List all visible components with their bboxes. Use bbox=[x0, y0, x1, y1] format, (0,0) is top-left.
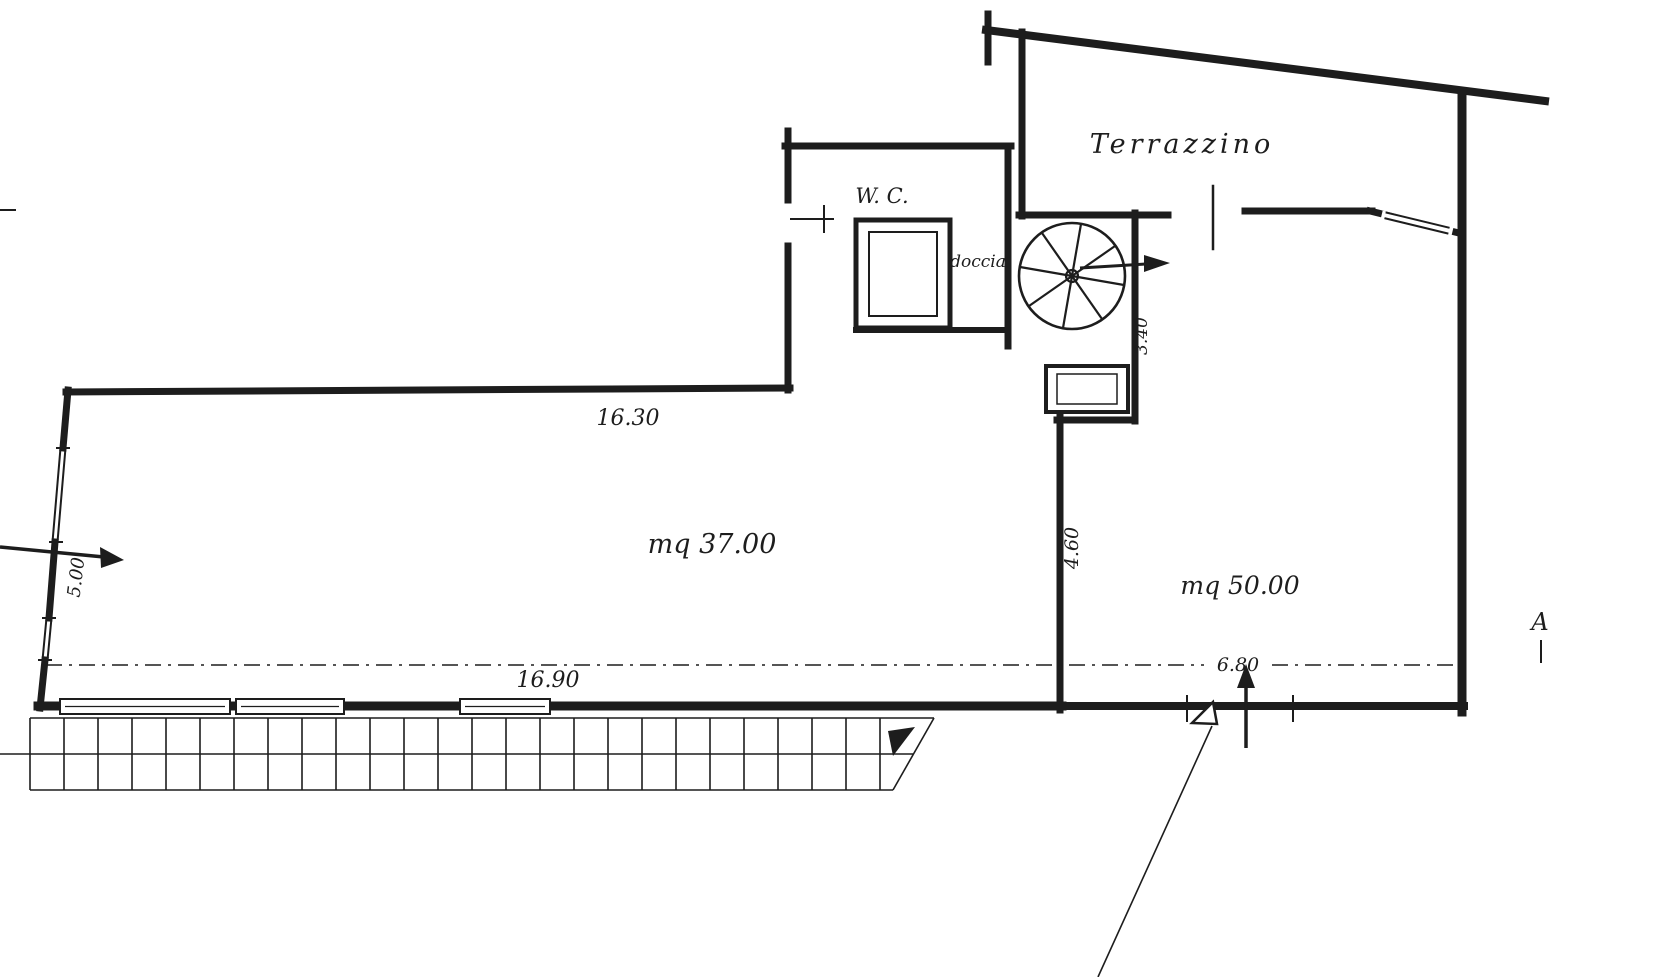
label-terrazzino: Terrazzino bbox=[1090, 129, 1275, 160]
label-mq-37: mq 37.00 bbox=[648, 529, 777, 560]
dim-4-60: 4.60 bbox=[1061, 527, 1083, 570]
label-mq-50: mq 50.00 bbox=[1180, 571, 1299, 600]
left-entry-arrow-shaft bbox=[0, 545, 105, 559]
main-top-wall bbox=[62, 384, 794, 396]
left-wall-segment-1 bbox=[59, 386, 72, 452]
bottom-entry-arrow-head bbox=[1237, 664, 1255, 688]
dim-16-90: 16.90 bbox=[517, 668, 580, 693]
stair-direction-arrow-head bbox=[1144, 255, 1170, 272]
dim-16-30: 16.30 bbox=[597, 406, 660, 431]
dim-6-80: 6.80 bbox=[1217, 654, 1259, 676]
label-wc: W. C. bbox=[855, 184, 908, 208]
shower-tray-inner bbox=[868, 231, 938, 317]
dim-3-40: 3.40 bbox=[1132, 317, 1152, 355]
tile-pavement bbox=[0, 717, 935, 791]
stair-direction-arrow-shaft bbox=[1079, 262, 1147, 270]
walls bbox=[33, 10, 1550, 722]
terrace-window-line-1 bbox=[1385, 211, 1450, 229]
terrace-window-line-2 bbox=[1384, 217, 1449, 235]
section-line bbox=[46, 640, 1542, 666]
closet-outer bbox=[1044, 364, 1130, 414]
terrace-top-wall bbox=[981, 25, 1550, 106]
callout-line bbox=[1097, 725, 1213, 977]
spiral-stair-circle bbox=[1017, 221, 1127, 331]
left-entry-arrow-head bbox=[100, 547, 124, 568]
pavement-arrow bbox=[888, 727, 915, 756]
left-window-1-line-b bbox=[51, 446, 62, 544]
closet-inner bbox=[1056, 373, 1118, 405]
left-window-1-line-a bbox=[56, 446, 67, 544]
left-wall-segment-3 bbox=[36, 656, 49, 712]
left-wall-segment-2 bbox=[45, 538, 59, 622]
section-marker-a: A bbox=[1529, 608, 1548, 636]
annotations bbox=[0, 209, 1255, 977]
tile-pavement-diagonal-edge bbox=[892, 717, 935, 791]
dim-5-00: 5.00 bbox=[64, 556, 90, 598]
label-doccia: doccia bbox=[950, 252, 1006, 272]
terrace-window-gap bbox=[1380, 210, 1454, 237]
bottom-windows bbox=[59, 698, 551, 715]
door-marker-triangle bbox=[1189, 699, 1219, 726]
shower-tray-outer bbox=[853, 217, 953, 331]
spiral-staircase bbox=[1017, 221, 1170, 331]
left-window-2-line-a bbox=[46, 616, 53, 662]
text-labels: Terrazzino W. C. doccia 16.30 mq 37.00 1… bbox=[64, 129, 1549, 693]
left-window-2-line-b bbox=[41, 616, 48, 662]
